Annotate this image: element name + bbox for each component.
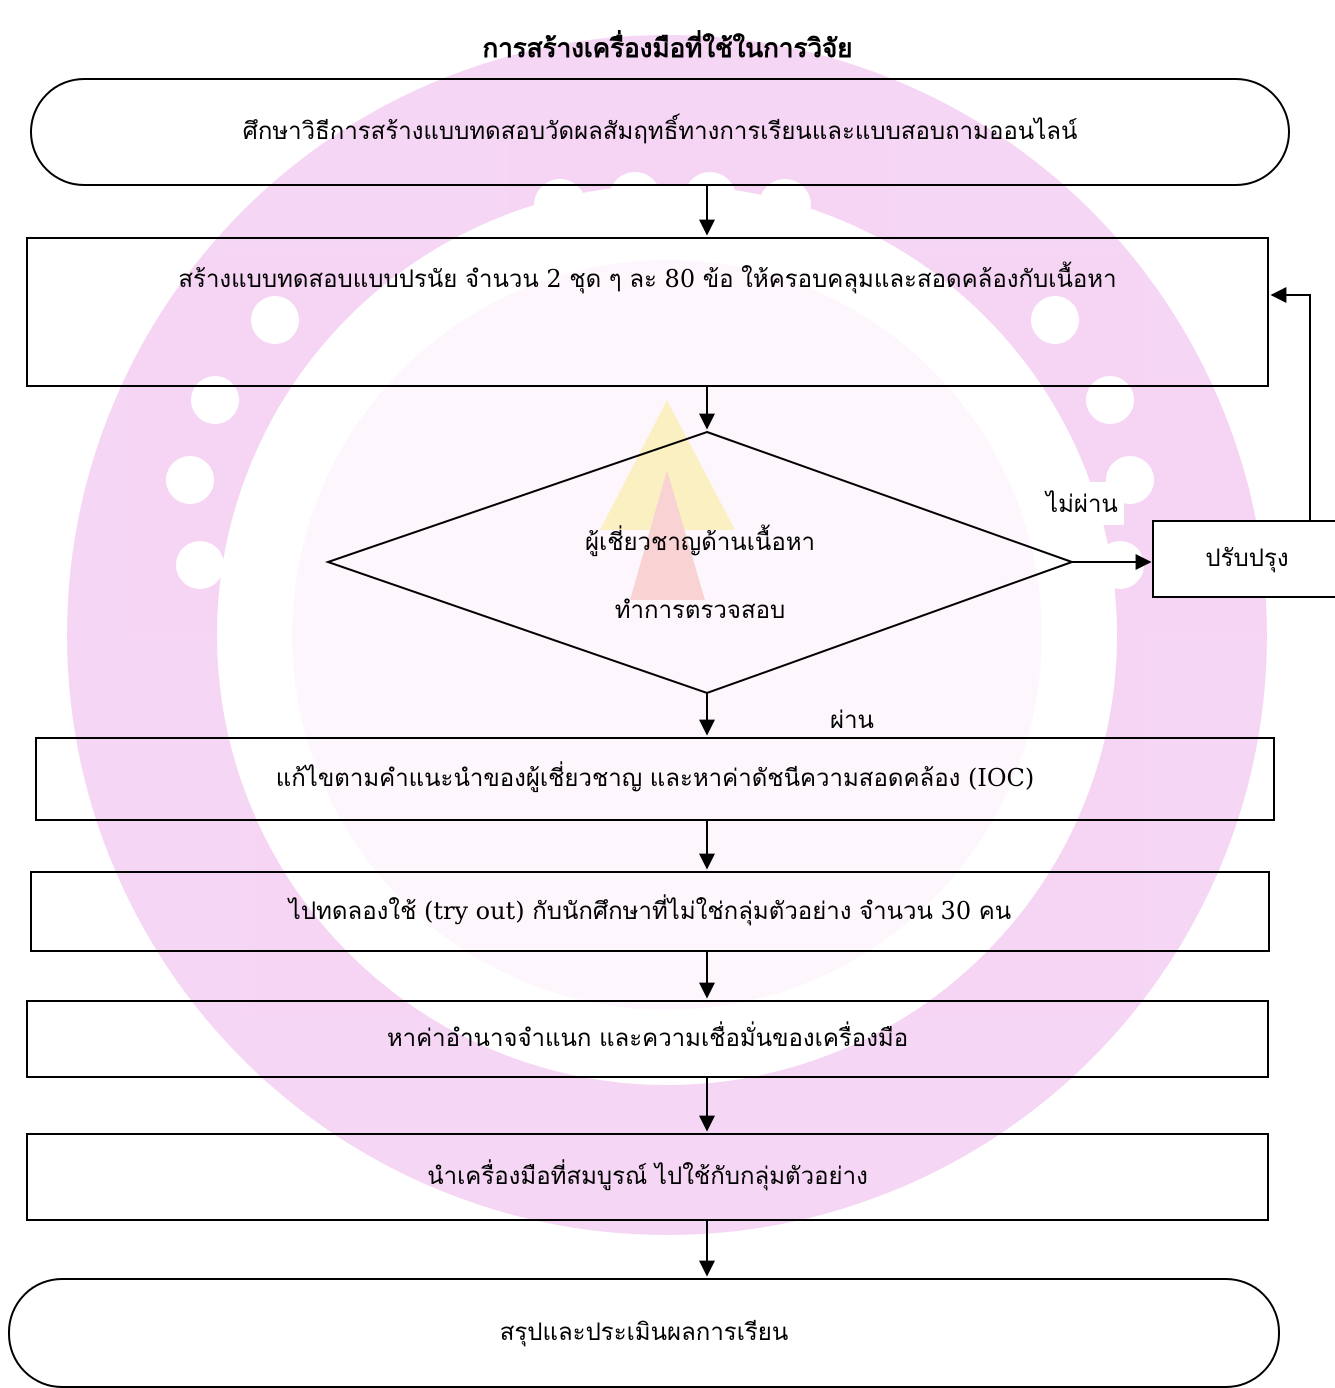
arrow-improve-to-create	[1270, 287, 1311, 520]
end-terminal: สรุปและประเมินผลการเรียน	[8, 1278, 1280, 1388]
pass-label: ผ่าน	[830, 706, 874, 734]
apply-label: นำเครื่องมือที่สมบูรณ์ ไปใช้กับกลุ่มตัวอ…	[427, 1162, 868, 1191]
fail-label: ไม่ผ่าน	[1040, 482, 1124, 525]
start-terminal: ศึกษาวิธีการสร้างแบบทดสอบวัดผลสัมฤทธิ์ทา…	[30, 78, 1290, 186]
revise-label: แก้ไขตามคำแนะนำของผู้เชี่ยวชาญ และหาค่าด…	[275, 764, 1035, 793]
start-terminal-label: ศึกษาวิธีการสร้างแบบทดสอบวัดผลสัมฤทธิ์ทา…	[242, 117, 1078, 146]
create-test-process: สร้างแบบทดสอบแบบปรนัย จำนวน 2 ชุด ๆ ละ 8…	[26, 237, 1269, 387]
improve-box: ปรับปรุง	[1152, 520, 1335, 598]
tryout-process: ไปทดลองใช้ (try out) กับนักศึกษาที่ไม่ใช…	[30, 871, 1270, 952]
analyze-label: หาค่าอำนาจจำแนก และความเชื่อมั่นของเครื่…	[386, 1024, 909, 1053]
diagram-title: การสร้างเครื่องมือที่ใช้ในการวิจัย	[482, 34, 853, 64]
create-test-label: สร้างแบบทดสอบแบบปรนัย จำนวน 2 ชุด ๆ ละ 8…	[178, 265, 1117, 293]
end-terminal-label: สรุปและประเมินผลการเรียน	[499, 1318, 789, 1347]
tryout-label: ไปทดลองใช้ (try out) กับนักศึกษาที่ไม่ใช…	[288, 896, 1012, 925]
decision-label-line2: ทำการตรวจสอบ	[614, 596, 786, 624]
analyze-process: หาค่าอำนาจจำแนก และความเชื่อมั่นของเครื่…	[26, 1000, 1269, 1078]
decision-label-line1: ผู้เชี่ยวชาญด้านเนื้อหา	[584, 528, 816, 556]
revise-process: แก้ไขตามคำแนะนำของผู้เชี่ยวชาญ และหาค่าด…	[35, 737, 1275, 821]
improve-label: ปรับปรุง	[1205, 544, 1289, 573]
apply-process: นำเครื่องมือที่สมบูรณ์ ไปใช้กับกลุ่มตัวอ…	[26, 1133, 1269, 1221]
decision-diamond	[324, 430, 1075, 695]
